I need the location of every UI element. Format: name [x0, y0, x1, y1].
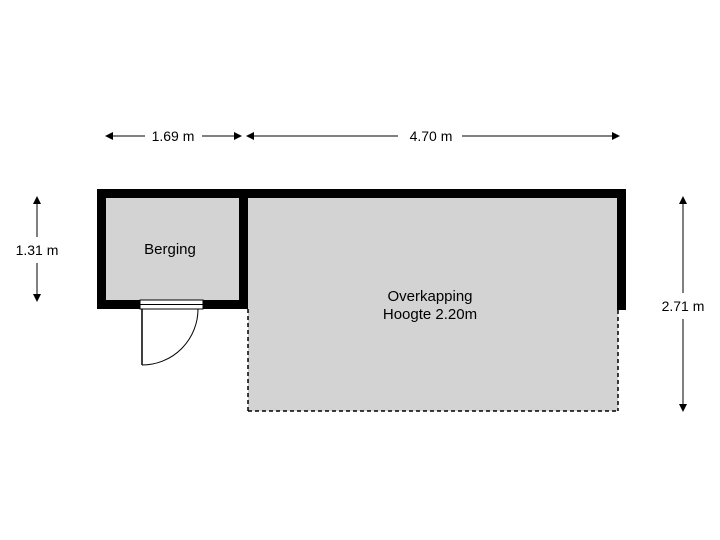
room-label-overkapping: Overkapping	[387, 288, 472, 305]
overkapping-floor	[248, 198, 618, 411]
berging-wall-bottom-left	[97, 300, 140, 309]
dimension-berging-width: 1.69 m	[105, 128, 242, 144]
overkapping-wall-top	[239, 189, 626, 198]
room-label-overkapping-height: Hoogte 2.20m	[383, 306, 477, 323]
berging-wall-right	[239, 189, 248, 309]
dimension-label-overkapping-depth: 2.71 m	[662, 298, 705, 314]
dimension-overkapping-width: 4.70 m	[246, 128, 620, 144]
room-label-berging: Berging	[144, 241, 196, 258]
door	[139, 299, 204, 366]
overkapping-room	[239, 189, 626, 412]
overkapping-wall-right	[617, 189, 626, 310]
door-swing-arc	[141, 308, 199, 366]
berging-room	[97, 189, 248, 366]
dimension-label-berging-width: 1.69 m	[152, 128, 195, 144]
berging-floor	[101, 194, 243, 305]
dimension-label-overkapping-width: 4.70 m	[410, 128, 453, 144]
dimension-berging-depth: 1.31 m	[16, 196, 59, 302]
berging-wall-top	[97, 189, 247, 198]
dimension-overkapping-depth: 2.71 m	[662, 196, 705, 412]
dimension-label-berging-depth: 1.31 m	[16, 242, 59, 258]
berging-wall-bottom-right	[203, 300, 248, 309]
berging-wall-left	[97, 189, 106, 309]
